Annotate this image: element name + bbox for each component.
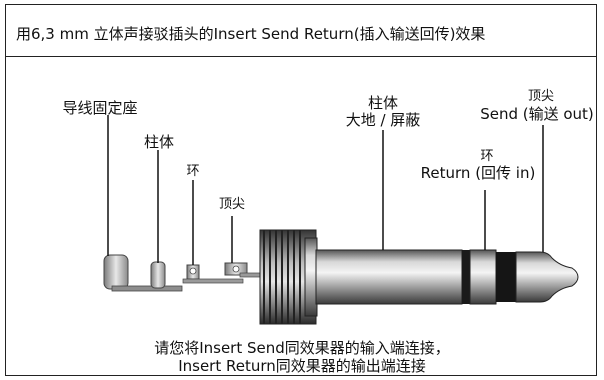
tip-tag [224, 262, 261, 278]
leader-lines [107, 115, 544, 265]
tip-send-label: Send (输送 out) [480, 105, 594, 123]
note-line-2: Insert Return同效果器的输出端连接 [178, 357, 426, 375]
threaded-collar [259, 229, 318, 325]
ring-tag [182, 264, 244, 284]
plug-sleeve [315, 249, 463, 305]
cable-base-label: 导线固定座 [62, 99, 138, 117]
ring-head-label: 环 [480, 149, 494, 164]
tip-tag-label: 顶尖 [218, 197, 246, 212]
sleeve-ring-insulator [462, 250, 470, 304]
ring-tag-label: 环 [186, 164, 200, 179]
plug-ring [469, 249, 497, 305]
sleeve-tag-label: 柱体 [143, 133, 175, 151]
figure-frame [5, 4, 597, 376]
tip-head-label: 顶尖 [527, 89, 555, 104]
plug-tip [515, 251, 579, 303]
sleeve-tag [150, 261, 166, 289]
ring-tip-insulator [496, 252, 516, 302]
cable-clamp [103, 254, 183, 292]
sleeve-head-label: 柱体 [367, 94, 399, 112]
ring-return-label: Return (回传 in) [420, 164, 536, 182]
sleeve-ground-label: 大地 / 屏蔽 [345, 111, 421, 129]
figure-title: 用6,3 mm 立体声接驳插头的Insert Send Return(插入输送回… [16, 25, 486, 43]
note-line-1: 请您将Insert Send同效果器的输入端连接， [154, 339, 450, 357]
title-divider [5, 56, 597, 57]
